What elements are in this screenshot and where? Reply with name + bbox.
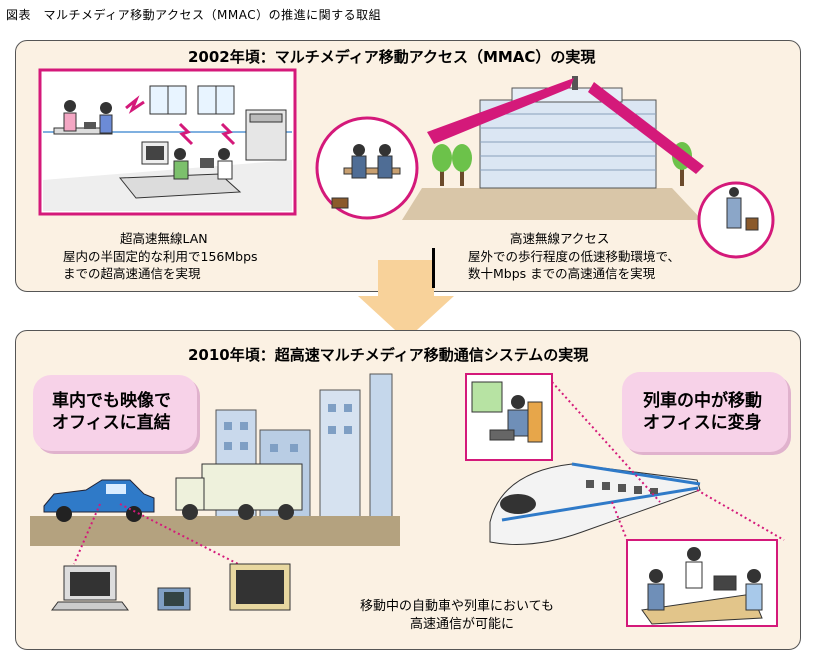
wireless-access-label: 高速無線アクセス	[510, 231, 610, 246]
wireless-lan-label: 超高速無線LAN	[120, 231, 208, 246]
city-road-illustration	[30, 373, 400, 611]
top-panel-title: 2002年頃：マルチメディア移動アクセス（MMAC）の実現	[188, 48, 596, 66]
train-office-bubble	[622, 372, 788, 452]
train-office-illustration	[465, 373, 785, 627]
wireless-access-desc-2: 数十Mbps までの高速通信を実現	[468, 266, 656, 281]
progress-arrow	[358, 260, 454, 340]
train-office-text-2: オフィスに変身	[643, 413, 762, 433]
wireless-lan-desc-1: 屋内の半固定的な利用で156Mbps	[63, 249, 258, 264]
wireless-access-desc-1: 屋外での歩行程度の低速移動環境で、	[468, 249, 681, 264]
train-office-text-1: 列車の中が移動	[643, 391, 762, 411]
bottom-note-1: 移動中の自動車や列車においても	[360, 599, 554, 614]
figure-caption: 図表 マルチメディア移動アクセス（MMAC）の推進に関する取組	[6, 8, 382, 22]
car-office-text-1: 車内でも映像で	[52, 391, 171, 411]
car-office-bubble	[33, 375, 197, 451]
divider-line	[432, 248, 435, 288]
bottom-note-2: 高速通信が可能に	[410, 617, 515, 632]
car-office-text-2: オフィスに直結	[52, 413, 171, 433]
outdoor-scene-illustration	[315, 76, 775, 259]
wireless-lan-desc-2: までの超高速通信を実現	[63, 266, 201, 281]
bottom-panel-title: 2010年頃：超高速マルチメディア移動通信システムの実現	[188, 346, 589, 364]
indoor-office-illustration	[38, 68, 297, 216]
